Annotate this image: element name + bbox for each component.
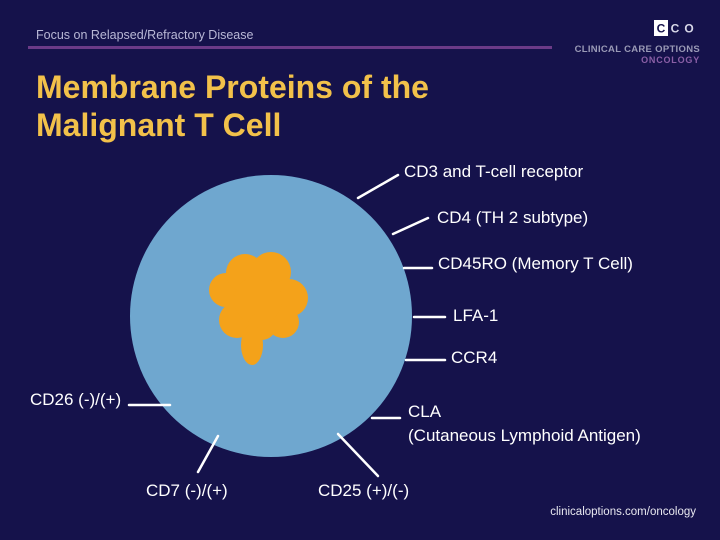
cco-logo-mark-icon: C C O xyxy=(654,20,694,36)
label-cd3: CD3 and T-cell receptor xyxy=(404,162,584,181)
slide-title-line-1: Membrane Proteins of the xyxy=(36,69,429,105)
label-cd7: CD7 (-)/(+) xyxy=(146,481,228,500)
cd7-line xyxy=(196,434,220,474)
logo-line-1: CLINICAL CARE OPTIONS xyxy=(574,44,700,55)
slide-title: Membrane Proteins of the Malignant T Cel… xyxy=(36,68,429,144)
logo-line-2: ONCOLOGY xyxy=(641,55,700,65)
footer-url: clinicaloptions.com/oncology xyxy=(550,506,696,518)
header-topic: Focus on Relapsed/Refractory Disease xyxy=(36,28,254,42)
label-lfa1: LFA-1 xyxy=(453,306,499,325)
cell-nucleus xyxy=(209,252,308,365)
cd3-line xyxy=(356,173,400,200)
label-cd4: CD4 (TH 2 subtype) xyxy=(437,208,589,227)
label-cd45ro: CD45RO (Memory T Cell) xyxy=(438,254,633,273)
svg-text:O: O xyxy=(684,22,693,36)
cd25-line xyxy=(336,432,380,478)
svg-text:C: C xyxy=(671,22,680,36)
label-ccr4: CCR4 xyxy=(451,348,498,367)
cco-logo: C C O CLINICAL CARE OPTIONS ONCOLOGY xyxy=(560,18,710,68)
cd4-line xyxy=(391,216,430,236)
label-cd26: CD26 (-)/(+) xyxy=(30,390,122,409)
marker-lines xyxy=(127,173,447,478)
label-cla-description: (Cutaneous Lymphoid Antigen) xyxy=(408,426,641,445)
svg-text:C: C xyxy=(657,22,666,36)
slide-title-line-2: Malignant T Cell xyxy=(36,107,282,143)
header-divider xyxy=(28,46,552,49)
label-cla: CLA xyxy=(408,402,442,421)
label-cd25: CD25 (+)/(-) xyxy=(318,481,410,500)
